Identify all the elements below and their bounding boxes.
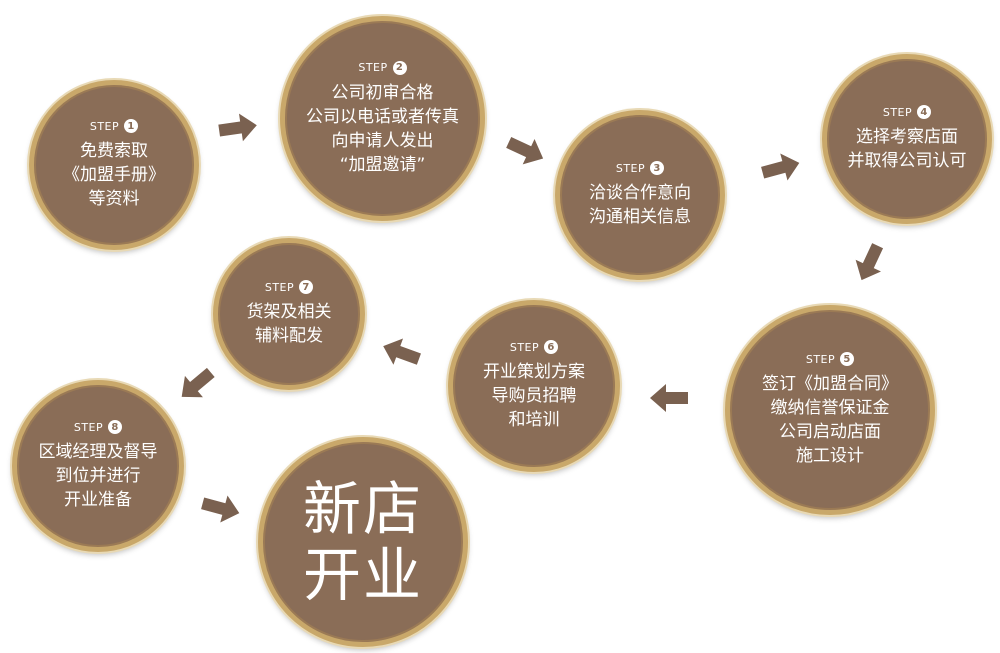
step-7-header: STEP 7	[264, 280, 314, 294]
step-5-number: 5	[840, 352, 855, 366]
step-1-line-3: 等资料	[88, 189, 140, 209]
step-1-label: STEP	[89, 119, 120, 133]
step-4-label: STEP	[882, 105, 913, 119]
arrow-down-left-icon	[172, 361, 220, 408]
grand-opening-line-2: 开业	[302, 541, 423, 609]
step-6-header: STEP 6	[509, 340, 559, 354]
step-7-line-2: 辅料配发	[255, 326, 323, 346]
grand-opening-circle: 新店 开业	[258, 437, 468, 647]
step-2-line-2: 公司以电话或者传真	[306, 106, 459, 127]
step-5-line-4: 施工设计	[796, 446, 864, 466]
step-7-line-1: 货架及相关	[246, 302, 332, 322]
step-2-line-3: 向申请人发出	[331, 130, 434, 151]
step-8-header: STEP 8	[73, 420, 123, 434]
step-6-line-3: 和培训	[508, 410, 560, 430]
step-2-circle: STEP 2 公司初审合格 公司以电话或者传真 向申请人发出 “加盟邀请”	[280, 16, 485, 221]
arrow-up-left-icon	[378, 333, 424, 373]
step-8-line-1: 区域经理及督导	[38, 442, 158, 462]
step-7-number: 7	[299, 280, 314, 294]
step-3-line-2: 沟通相关信息	[589, 207, 691, 227]
arrow-down-icon	[848, 239, 891, 287]
step-2-line-1: 公司初审合格	[331, 82, 434, 103]
step-5-label: STEP	[805, 352, 836, 366]
arrow-right-icon	[198, 489, 243, 527]
step-5-circle: STEP 5 签订《加盟合同》 缴纳信誉保证金 公司启动店面 施工设计	[725, 305, 935, 515]
step-5-line-1: 签订《加盟合同》	[762, 374, 898, 394]
arrow-left-icon	[650, 384, 688, 412]
step-2-number: 2	[392, 60, 407, 75]
step-1-line-1: 免费索取	[80, 141, 148, 161]
step-6-number: 6	[544, 340, 559, 354]
step-6-line-1: 开业策划方案	[483, 362, 585, 382]
step-5-line-2: 缴纳信誉保证金	[770, 398, 890, 418]
step-8-label: STEP	[73, 420, 104, 434]
step-6-circle: STEP 6 开业策划方案 导购员招聘 和培训	[448, 300, 620, 472]
step-7-label: STEP	[264, 280, 295, 294]
step-8-line-3: 开业准备	[64, 490, 132, 510]
step-8-number: 8	[108, 420, 123, 434]
step-3-number: 3	[650, 161, 665, 175]
step-8-line-2: 到位并进行	[55, 466, 141, 486]
arrow-down-right-icon	[502, 129, 550, 172]
step-4-line-1: 选择考察店面	[856, 127, 958, 147]
step-6-label: STEP	[509, 340, 540, 354]
step-6-line-2: 导购员招聘	[491, 386, 577, 406]
step-4-line-2: 并取得公司认可	[847, 151, 967, 171]
step-1-circle: STEP 1 免费索取 《加盟手册》 等资料	[29, 80, 199, 250]
step-7-circle: STEP 7 货架及相关 辅料配发	[213, 238, 365, 390]
arrow-right-icon	[758, 149, 803, 187]
step-5-header: STEP 5	[805, 352, 855, 366]
step-2-header: STEP 2	[358, 60, 407, 75]
step-2-label: STEP	[358, 61, 388, 74]
step-3-header: STEP 3	[615, 161, 665, 175]
step-4-header: STEP 4	[882, 105, 932, 119]
step-8-circle: STEP 8 区域经理及督导 到位并进行 开业准备	[12, 380, 184, 552]
step-4-number: 4	[917, 105, 932, 119]
arrow-right-icon	[217, 111, 259, 145]
step-2-line-4: “加盟邀请”	[339, 154, 426, 175]
step-3-circle: STEP 3 洽谈合作意向 沟通相关信息	[555, 110, 725, 280]
step-1-number: 1	[124, 119, 139, 133]
step-3-label: STEP	[615, 161, 646, 175]
step-1-line-2: 《加盟手册》	[63, 165, 165, 185]
step-4-circle: STEP 4 选择考察店面 并取得公司认可	[822, 54, 992, 224]
step-3-line-1: 洽谈合作意向	[589, 183, 691, 203]
step-1-header: STEP 1	[89, 119, 139, 133]
step-5-line-3: 公司启动店面	[779, 422, 881, 442]
grand-opening-line-1: 新店	[302, 475, 423, 543]
